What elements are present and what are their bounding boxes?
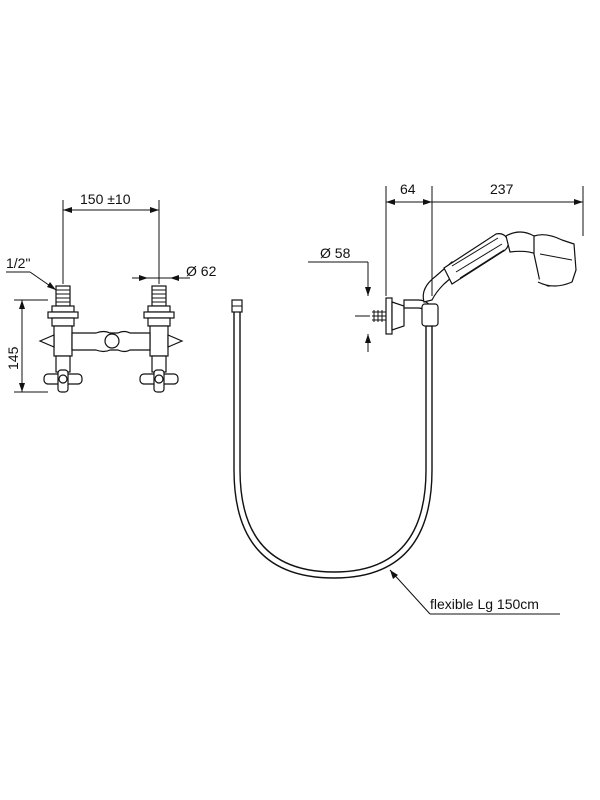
escutcheon-diameter-label: Ø 62: [186, 263, 217, 279]
right-inlet: [143, 285, 175, 327]
holder-projection-label: 64: [400, 181, 416, 197]
dimension-escutcheon: Ø 62: [132, 263, 217, 281]
inlet-thread-label: 1/2": [6, 255, 30, 271]
dimension-inlet-thread: 1/2": [6, 255, 57, 291]
dimension-holder-diameter: Ø 58: [308, 245, 371, 352]
flexible-hose: [231, 299, 433, 579]
dimension-mixer-width: 150 ±10: [62, 191, 160, 284]
mixer-width-label: 150 ±10: [80, 191, 131, 207]
bath-mixer: [38, 285, 184, 393]
mixer-body: [38, 325, 184, 373]
dimension-mixer-height: 145: [5, 299, 48, 393]
handshower-length-label: 237: [490, 181, 514, 197]
right-cross-handle: [139, 369, 179, 393]
dimension-holder-projection: 64: [385, 181, 433, 296]
left-inlet: [47, 285, 79, 327]
handshower: [422, 231, 577, 303]
left-cross-handle: [43, 369, 83, 393]
wall-holder: [372, 297, 439, 335]
dimension-handshower-length: 237: [432, 181, 584, 236]
mixer-height-label: 145: [5, 346, 21, 370]
hose-note: flexible Lg 150cm: [430, 596, 539, 612]
hose-note-leader: flexible Lg 150cm: [389, 569, 560, 615]
holder-diameter-label: Ø 58: [320, 245, 351, 261]
